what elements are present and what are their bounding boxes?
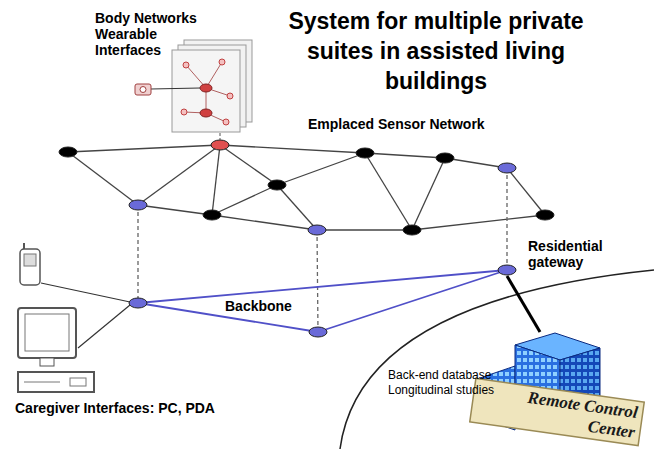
body-network-panel: Body Networks Wearable Interfaces [92,6,257,136]
region-curve [340,270,654,449]
sensor-mesh [59,140,554,337]
caregiver-label: Caregiver Interfaces: PC, PDA [15,400,255,416]
diagram-title: System for multiple private suites in as… [278,6,594,96]
remote-center: Back-end database Longitudinal studiesRe… [385,330,650,445]
gateway-link [507,276,540,332]
caregiver-devices [18,243,130,392]
gateway-label: Residential gateway [528,238,628,270]
remote-center-building [470,333,644,446]
gateway-node: Residential gateway [497,264,517,276]
center-sign: Remote Control Center [475,381,639,443]
network-label: Emplaced Sensor Network [308,116,485,132]
database-note: Back-end database Longitudinal studies [388,368,506,398]
caregiver-group: Caregiver Interfaces: PC, PDA [8,240,258,420]
panel-heading: Body Networks Wearable Interfaces [95,10,200,58]
backbone-label: Backbone [225,298,292,314]
